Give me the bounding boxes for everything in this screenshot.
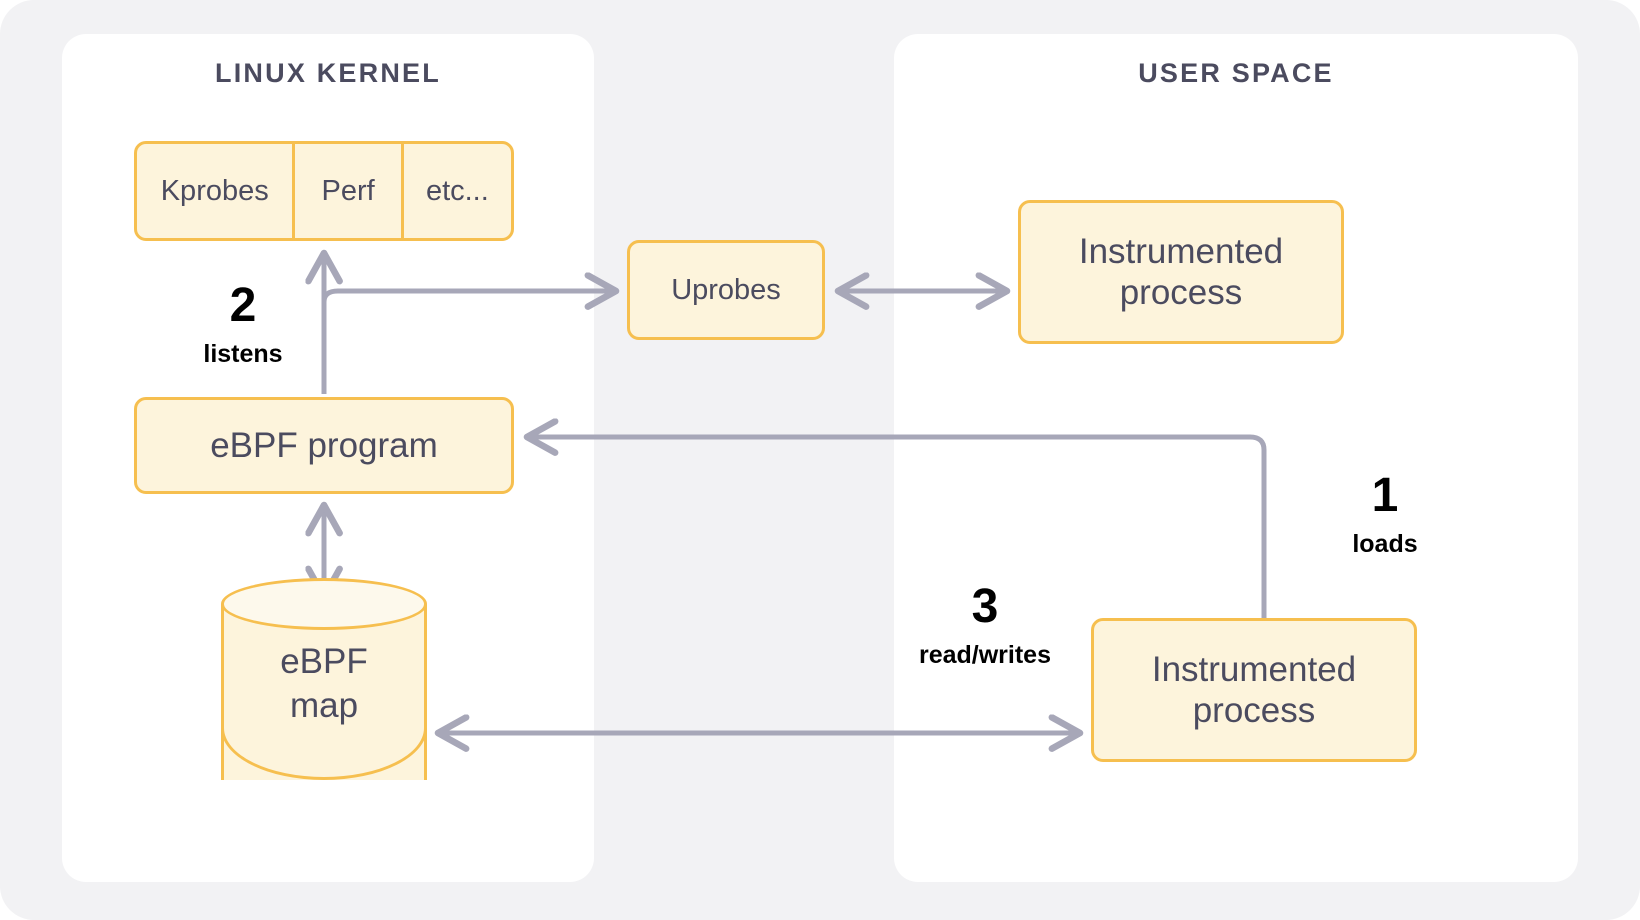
- probe-cell-etc[interactable]: etc...: [425, 174, 489, 207]
- node-instrumented-process-bottom[interactable]: Instrumented process: [1091, 618, 1417, 762]
- proc-top-line1: Instrumented: [1078, 231, 1284, 271]
- proc-bottom-line1: Instrumented: [1151, 649, 1357, 689]
- panel-title-linux-kernel: LINUX KERNEL: [215, 58, 441, 88]
- step-1-number: 1: [1371, 469, 1399, 522]
- probe-cell-perf[interactable]: Perf: [295, 144, 404, 238]
- node-ebpf-program-label: eBPF program: [210, 425, 438, 465]
- step-3-caption: read/writes: [918, 641, 1051, 669]
- node-ebpf-map-label-line2: map: [289, 685, 359, 725]
- node-instrumented-process-bottom-label: Instrumented process: [1152, 649, 1356, 732]
- node-ebpf-map[interactable]: eBPF map: [221, 578, 427, 806]
- probes-group[interactable]: Kprobes Perf etc...: [134, 141, 514, 241]
- step-annotation-loads: 1 loads: [1290, 472, 1480, 557]
- node-uprobes-label: Uprobes: [671, 273, 781, 306]
- proc-top-line2: process: [1119, 273, 1243, 312]
- proc-bottom-line2: process: [1192, 691, 1316, 730]
- step-1-caption: loads: [1352, 530, 1418, 558]
- cylinder-top-ellipse: [221, 578, 427, 630]
- step-annotation-listens: 2 listens: [168, 282, 318, 367]
- probe-cell-kprobes[interactable]: Kprobes: [137, 144, 296, 238]
- step-2-caption: listens: [203, 340, 283, 368]
- panel-title-user-space: USER SPACE: [1138, 58, 1334, 88]
- node-ebpf-map-label-line1: eBPF: [280, 642, 368, 681]
- step-2-number: 2: [229, 279, 257, 332]
- node-ebpf-program[interactable]: eBPF program: [134, 397, 514, 494]
- node-uprobes[interactable]: Uprobes: [627, 240, 825, 340]
- step-3-number: 3: [971, 580, 999, 633]
- node-instrumented-process-top-label: Instrumented process: [1079, 231, 1283, 314]
- step-annotation-read-writes: 3 read/writes: [872, 583, 1098, 668]
- node-ebpf-map-label: eBPF map: [221, 640, 427, 728]
- node-instrumented-process-top[interactable]: Instrumented process: [1018, 200, 1344, 344]
